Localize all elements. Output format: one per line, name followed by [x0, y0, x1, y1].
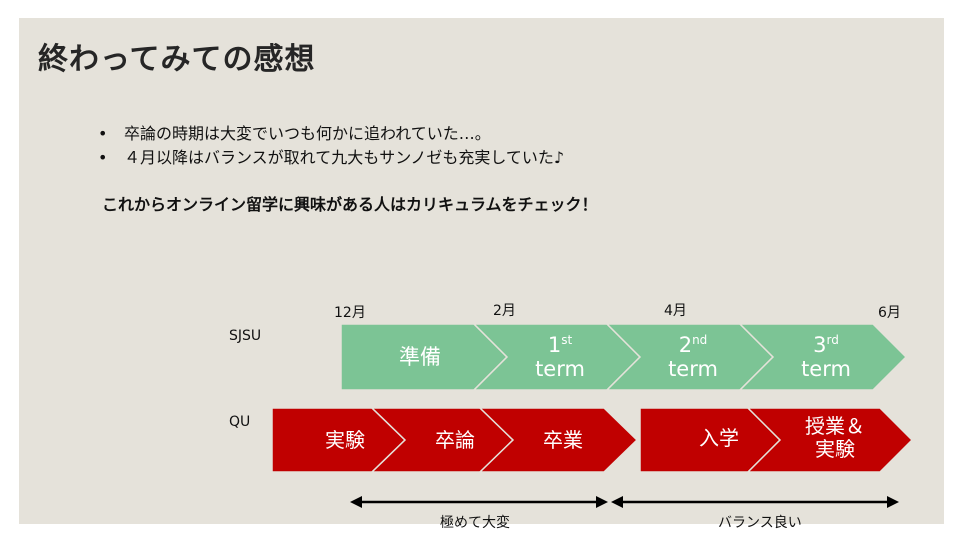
qu-segment-enrollment: 入学 — [699, 425, 739, 450]
qu-chevron-graduation — [478, 407, 639, 473]
sjsu-segment-term2: 2nd term — [668, 332, 718, 381]
row-label-qu: QU — [229, 414, 251, 430]
period-label-balanced: バランス良い — [718, 515, 802, 531]
bullet-item: 卒論の時期は大変でいつも何かに追われていた…。 — [98, 122, 564, 146]
call-to-action: これからオンライン留学に興味がある人はカリキュラムをチェック！ — [102, 195, 598, 214]
month-label-apr: 4月 — [664, 303, 687, 319]
bullet-list: 卒論の時期は大変でいつも何かに追われていた…。 ４月以降はバランスが取れて九大も… — [98, 122, 564, 170]
page-title: 終わってみての感想 — [38, 42, 316, 77]
qu-segment-thesis: 卒論 — [435, 427, 475, 452]
qu-segment-experiment: 実験 — [325, 427, 365, 452]
bullet-item: ４月以降はバランスが取れて九大もサンノゼも充実していた♪ — [98, 146, 564, 170]
qu-segment-graduation: 卒業 — [543, 427, 583, 452]
sjsu-segment-term3: 3rd term — [801, 332, 851, 381]
sjsu-segment-prep: 準備 — [399, 344, 441, 369]
row-label-sjsu: SJSU — [229, 328, 262, 344]
sjsu-segment-term1: 1st term — [535, 332, 585, 381]
period-label-hard: 極めて大変 — [440, 515, 510, 531]
month-label-feb: 2月 — [493, 303, 516, 319]
sjsu-chevron-term3 — [738, 323, 908, 391]
qu-chevron-classes — [746, 407, 914, 473]
qu-segment-classes: 授業＆ 実験 — [805, 414, 865, 461]
month-label-jun: 6月 — [878, 305, 901, 321]
month-label-dec: 12月 — [334, 305, 366, 321]
